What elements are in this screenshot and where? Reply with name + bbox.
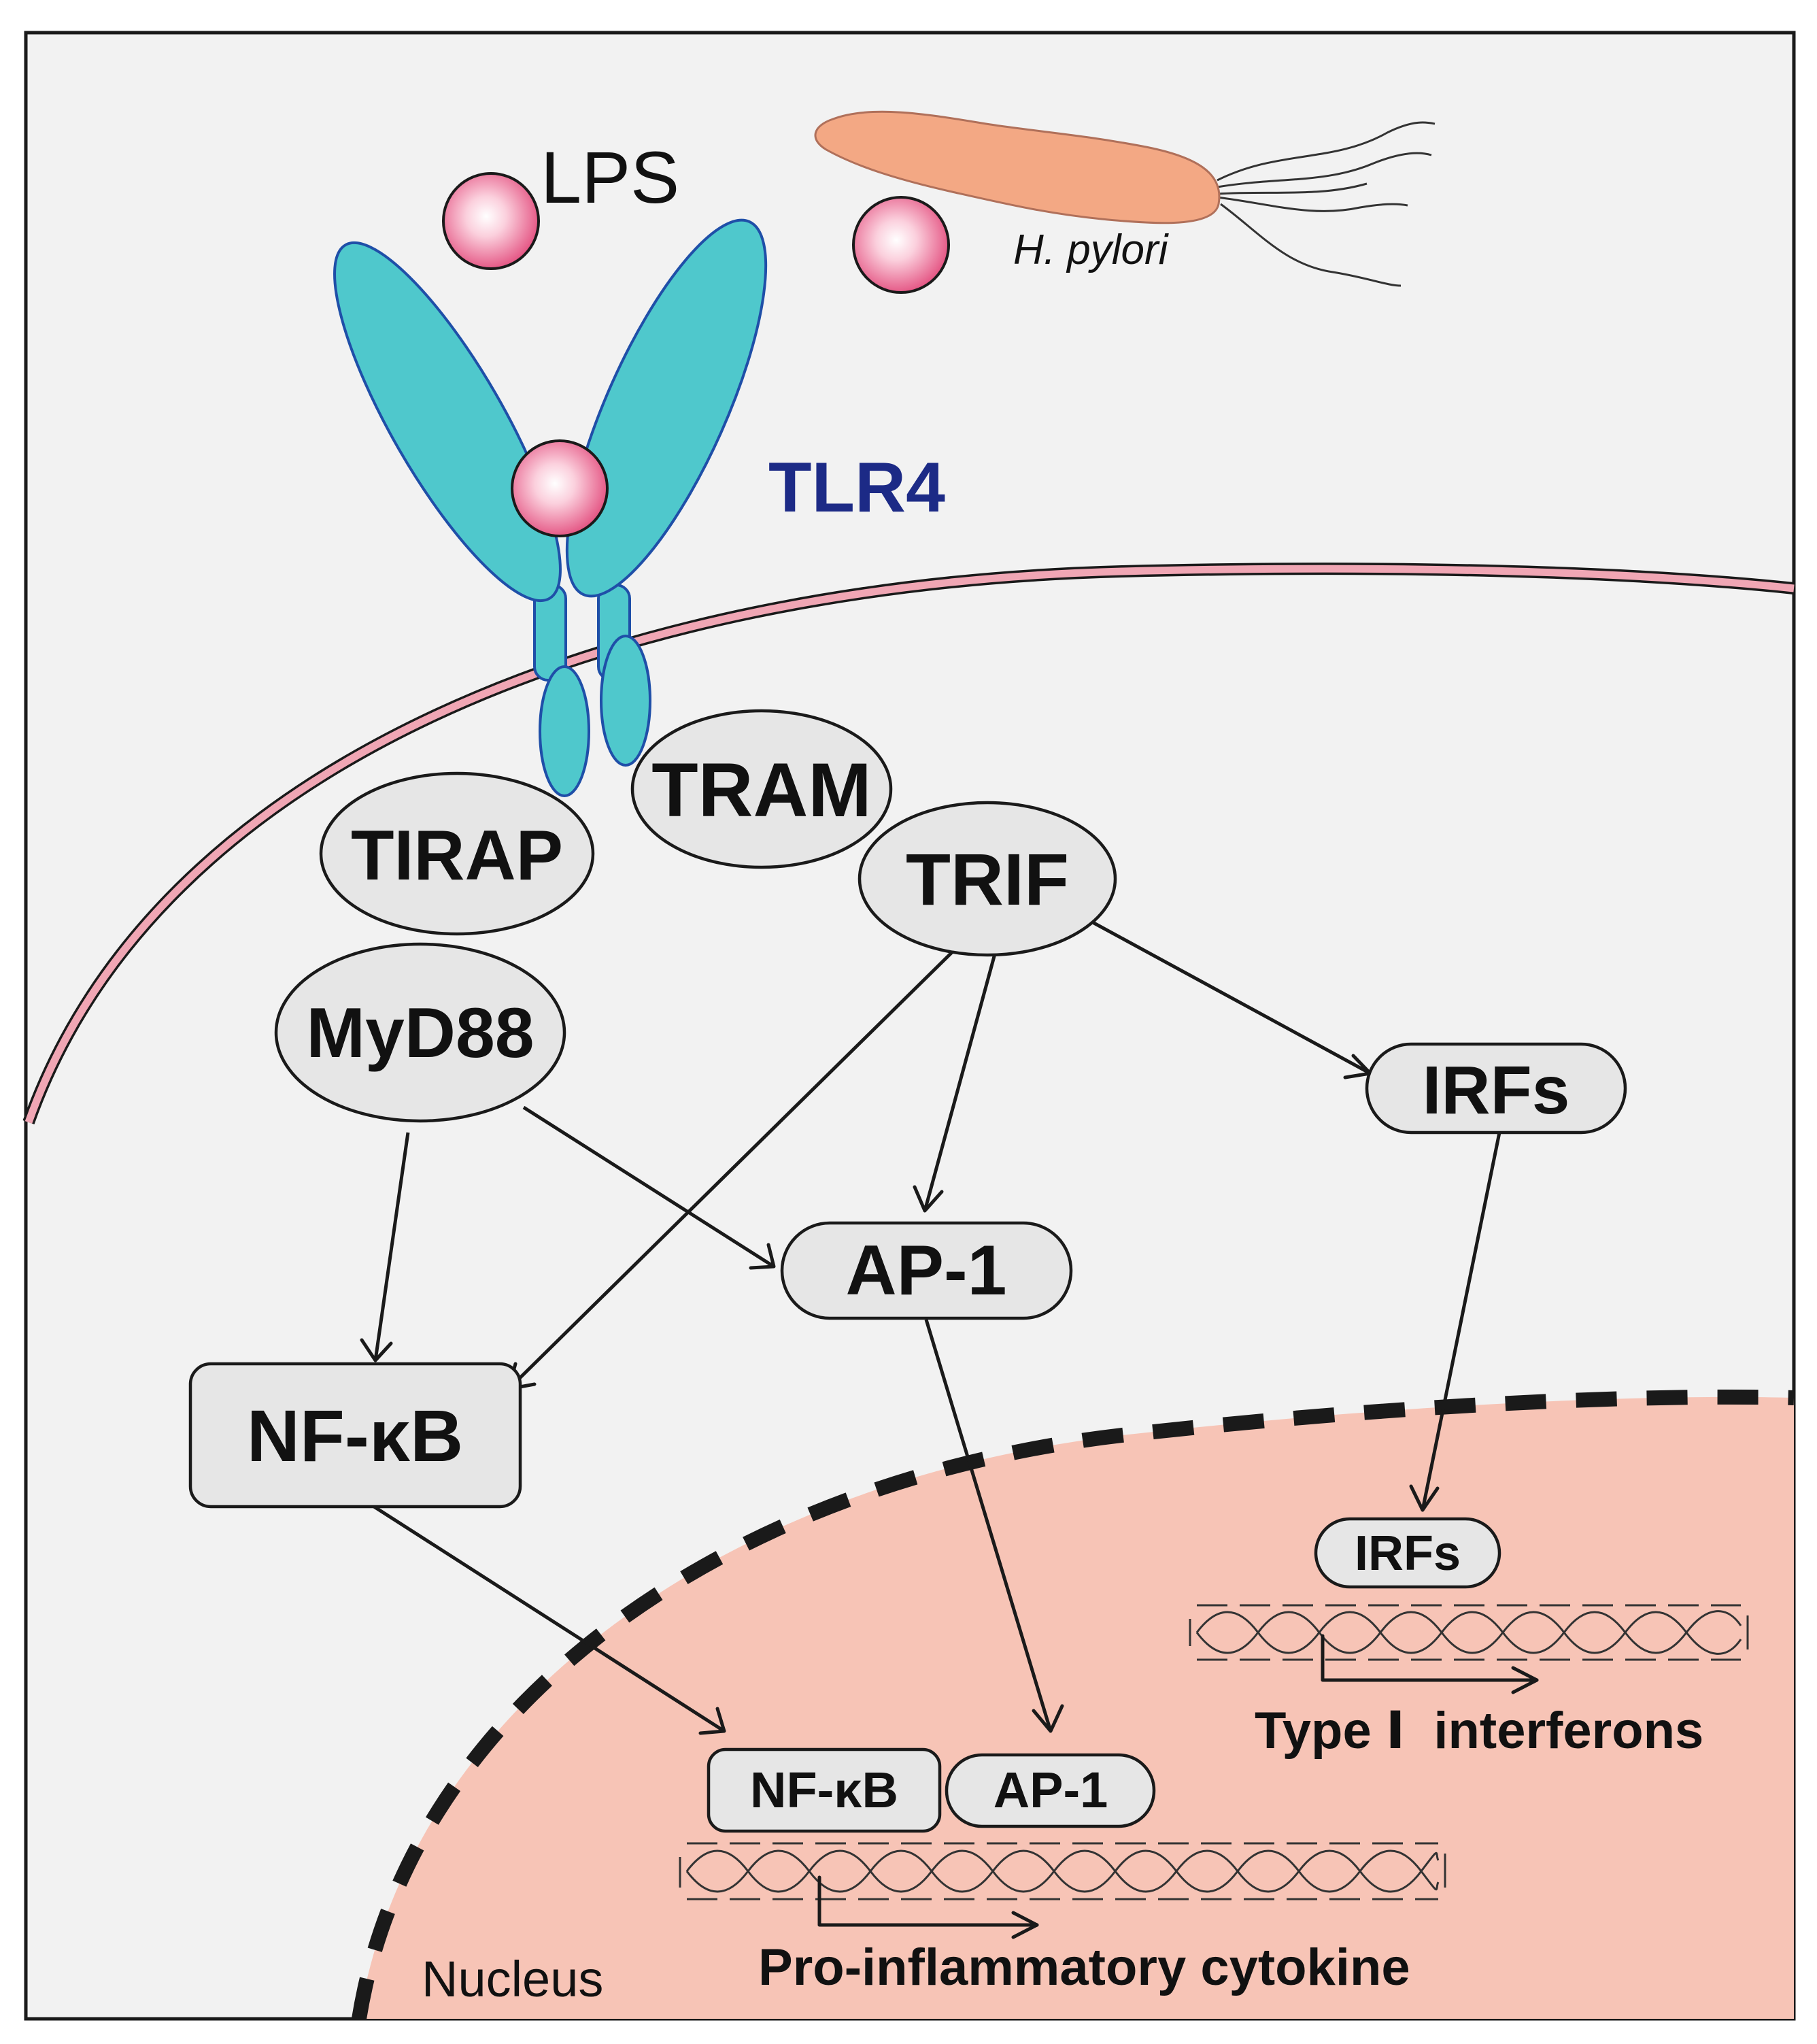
node-ap1: AP-1	[780, 1221, 1073, 1320]
arrowhead-irfs-nucleus	[1409, 1484, 1440, 1512]
myd88-label: MyD88	[306, 994, 534, 1073]
node-tirap: TIRAP	[319, 771, 595, 936]
tlr4-right-tir	[600, 635, 651, 767]
lps-molecule-bacterial	[852, 196, 950, 294]
nucleus-nfkb-shape	[707, 1747, 942, 1833]
nfkb-shape	[188, 1362, 522, 1509]
lps-label: LPS	[541, 136, 679, 218]
tirap-label: TIRAP	[351, 816, 563, 895]
tlr4-left-ectodomain	[333, 241, 562, 603]
nuclear-envelope	[352, 1389, 1795, 2020]
irfs-gene-complex: IRFs Type Ⅰ interferons	[1189, 1517, 1749, 1760]
myd88-shape	[274, 942, 566, 1123]
tlr4-left-tir	[539, 665, 590, 797]
irfs-label: IRFs	[1423, 1052, 1570, 1128]
arrow-trif-irfs	[1090, 920, 1372, 1075]
h-pylori-bacterium	[814, 110, 1436, 287]
irfs-shape	[1365, 1042, 1627, 1135]
arrowhead-trif-ap1	[913, 1185, 944, 1213]
trif-shape	[857, 801, 1117, 957]
arrow-nfkb-nucleus	[373, 1505, 726, 1733]
cell-membrane-inner	[24, 565, 1795, 1124]
type1-interferons-label: Type Ⅰ interferons	[1255, 1702, 1703, 1760]
arrowhead-nfkb-nucleus	[698, 1707, 726, 1735]
cytokine-label: Pro-inflammatory cytokine	[758, 1939, 1410, 1996]
lps-molecule-bound	[511, 439, 609, 537]
dna-helix-cytokine	[679, 1842, 1446, 1900]
arrowhead-myd88-ap1	[749, 1243, 776, 1270]
nfkb-label: NF-κB	[247, 1394, 463, 1477]
arrow-myd88-ap1	[522, 1105, 775, 1269]
ap1-label: AP-1	[846, 1231, 1007, 1310]
arrow-myd88-nfkb	[373, 1132, 410, 1361]
arrowhead-myd88-nfkb	[360, 1338, 393, 1362]
tlr4-receptor	[333, 218, 768, 797]
lps-molecule	[442, 172, 540, 270]
node-irfs: IRFs	[1365, 1042, 1627, 1135]
bacterium-body	[814, 110, 1221, 224]
node-trif: TRIF	[857, 801, 1117, 957]
transcription-arrow-cytokine	[817, 1875, 1039, 1939]
dna-helix-interferon	[1189, 1604, 1749, 1661]
cytokine-gene-complex: NF-κB AP-1 Pro-inflammatory cytokine	[679, 1747, 1446, 1996]
flagella	[1217, 121, 1436, 287]
arrowhead-ap1-nucleus	[1032, 1704, 1064, 1733]
arrow-trif-ap1	[923, 948, 998, 1211]
tlr4-label: TLR4	[768, 448, 945, 527]
nucleus-irfs-shape	[1314, 1517, 1501, 1589]
arrow-irfs-nucleus	[1421, 1132, 1501, 1511]
nucleus-irfs-label: IRFs	[1355, 1526, 1461, 1581]
ap1-shape	[780, 1221, 1073, 1320]
nucleus-label: Nucleus	[422, 1951, 603, 2007]
h-pylori-label: H. pylori	[1013, 227, 1170, 273]
signaling-arrows	[360, 920, 1501, 1735]
node-nfkb: NF-κB	[188, 1362, 522, 1509]
transcription-arrow-interferon	[1321, 1634, 1539, 1694]
nucleus-ap1-label: AP-1	[994, 1762, 1108, 1818]
tlr4-right-ectodomain	[565, 218, 768, 598]
nucleus-ap1-shape	[945, 1753, 1156, 1828]
arrow-ap1-nucleus	[924, 1319, 1053, 1732]
arrow-trif-nfkb	[507, 951, 953, 1390]
node-tram: TRAM	[630, 709, 893, 869]
tram-label: TRAM	[651, 748, 871, 833]
node-myd88: MyD88	[274, 942, 566, 1123]
trif-label: TRIF	[906, 838, 1069, 920]
tirap-shape	[319, 771, 595, 936]
nucleus-nfkb-label: NF-κB	[750, 1762, 898, 1818]
tram-shape	[630, 709, 893, 869]
